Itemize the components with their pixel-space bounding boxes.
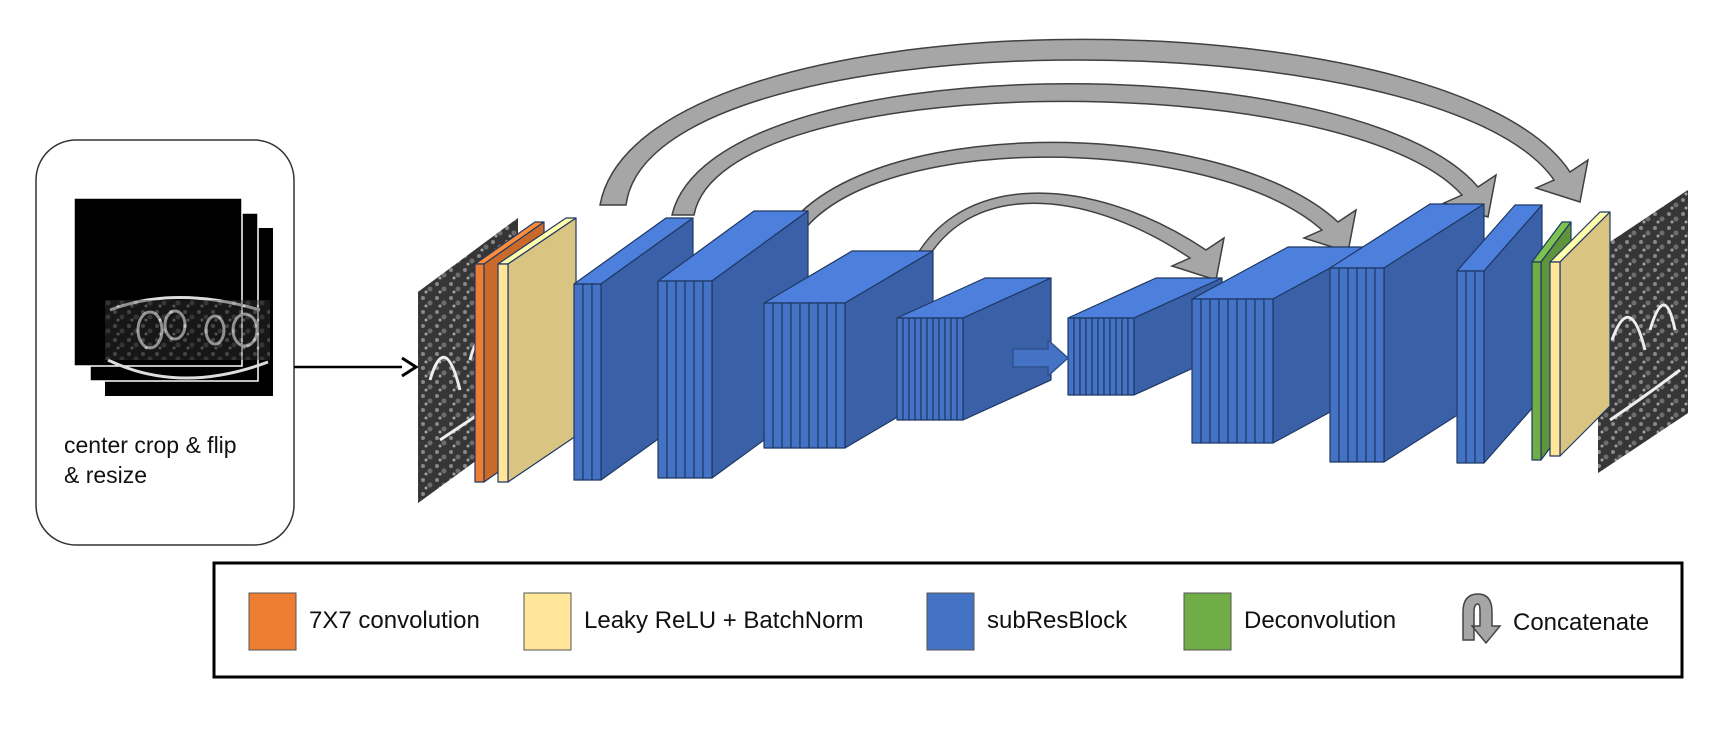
subres-decoder-1-slab (1456, 270, 1467, 464)
subres-encoder-2-slab (666, 280, 677, 479)
output-ct-image (1598, 190, 1688, 473)
subres-encoder-2-slab (675, 280, 686, 479)
subres-decoder-4-slab (1097, 317, 1105, 396)
subres-encoder-4-slab (950, 317, 958, 421)
subres-encoder-4-slab (932, 317, 940, 421)
subres-encoder-2-slab (657, 280, 668, 479)
subres-decoder-4-slab (1115, 317, 1123, 396)
subres-decoder-3-slab (1263, 298, 1274, 444)
subres-decoder-1 (1456, 204, 1543, 464)
subres-encoder-1-slab (582, 283, 593, 481)
concatenate-icon (1462, 593, 1502, 645)
preprocess-caption-line1: center crop & flip (64, 432, 237, 458)
subres-decoder-4-slab (1067, 317, 1075, 396)
bottleneck-arrow (1012, 338, 1070, 378)
subres-encoder-2-slab (684, 280, 695, 479)
preprocess-caption-line2: & resize (64, 462, 147, 488)
subres-decoder-4-slab (1073, 317, 1081, 396)
subres-encoder-4 (896, 277, 1052, 421)
subres-decoder-4-slab (1121, 317, 1129, 396)
subres-decoder-2-slab (1365, 267, 1376, 463)
relu-bn-input-side (507, 217, 577, 483)
subres-decoder-4-slab (1127, 317, 1135, 396)
subres-encoder-4-slab (896, 317, 904, 421)
legend-label-convolution: 7X7 convolution (309, 607, 480, 634)
subres-decoder-2-slab (1347, 267, 1358, 463)
subres-encoder-3-slab (835, 302, 846, 449)
subres-encoder-4-slab (956, 317, 964, 421)
subres-encoder-3-slab (790, 302, 801, 449)
subres-encoder-4-slab (944, 317, 952, 421)
subres-decoder-2-slab (1356, 267, 1367, 463)
deconv-output-slab (1531, 261, 1542, 461)
subres-decoder-4-slab (1091, 317, 1099, 396)
preprocess-panel: center crop & flip & resize (35, 139, 295, 546)
subres-encoder-4-slab (908, 317, 916, 421)
legend-label-deconvolution: Deconvolution (1244, 607, 1396, 634)
legend-label-relu-bn: Leaky ReLU + BatchNorm (584, 607, 863, 634)
subres-decoder-1-slab (1474, 270, 1485, 464)
subres-encoder-4-slab (902, 317, 910, 421)
subres-encoder-4-slab (938, 317, 946, 421)
legend-label-concatenate: Concatenate (1513, 609, 1649, 636)
subres-encoder-3-slab (808, 302, 819, 449)
subres-encoder-2-slab (702, 280, 713, 479)
subres-encoder-4-slab (914, 317, 922, 421)
subres-decoder-4-slab (1103, 317, 1111, 396)
subres-decoder-3-slab (1245, 298, 1256, 444)
network-layers (474, 203, 1611, 483)
subres-decoder-2-slab (1329, 267, 1340, 463)
subres-encoder-1-slab (591, 283, 602, 481)
subres-decoder-4-slab (1109, 317, 1117, 396)
relu-bn-input (497, 217, 577, 483)
subres-decoder-3-slab (1200, 298, 1211, 444)
subres-decoder-2-slab (1338, 267, 1349, 463)
skip-connection-inner (904, 192, 1226, 281)
subres-encoder-3-slab (763, 302, 774, 449)
subres-decoder-4-slab (1085, 317, 1093, 396)
conv7x7-input-slab (474, 263, 485, 483)
subres-encoder-1-slab (573, 283, 584, 481)
input-arrow (294, 356, 419, 378)
subres-encoder-3-slab (817, 302, 828, 449)
legend-swatch-subresblock (926, 592, 975, 651)
subres-encoder-4-slab (920, 317, 928, 421)
subres-encoder-3-slab (799, 302, 810, 449)
skip-connection-2 (671, 83, 1498, 218)
subres-decoder-1-slab (1465, 270, 1476, 464)
legend: 7X7 convolution Leaky ReLU + BatchNorm s… (212, 561, 1684, 679)
skip-connection-outer (599, 38, 1590, 206)
subres-encoder-2-slab (693, 280, 704, 479)
subres-encoder-3-slab (772, 302, 783, 449)
relu-bn-output-slab (1549, 261, 1561, 457)
subres-encoder-3-slab (781, 302, 792, 449)
ct-slice-stack (73, 197, 273, 396)
subres-encoder-3-slab (826, 302, 837, 449)
legend-swatch-deconvolution (1183, 592, 1232, 651)
legend-swatch-relu-bn (523, 592, 572, 651)
subres-decoder-4-slab (1079, 317, 1087, 396)
subres-decoder-3-slab (1209, 298, 1220, 444)
relu-bn-output (1549, 211, 1611, 457)
subres-decoder-3-slab (1236, 298, 1247, 444)
relu-bn-input-slab (497, 263, 509, 483)
subres-decoder-3-slab (1218, 298, 1229, 444)
subres-decoder-3-slab (1254, 298, 1265, 444)
subres-encoder-4-slab (926, 317, 934, 421)
legend-label-subresblock: subResBlock (987, 607, 1128, 634)
subres-decoder-3-slab (1227, 298, 1238, 444)
subres-decoder-3-slab (1191, 298, 1202, 444)
legend-swatch-convolution (248, 592, 297, 651)
subres-decoder-2-slab (1374, 267, 1385, 463)
